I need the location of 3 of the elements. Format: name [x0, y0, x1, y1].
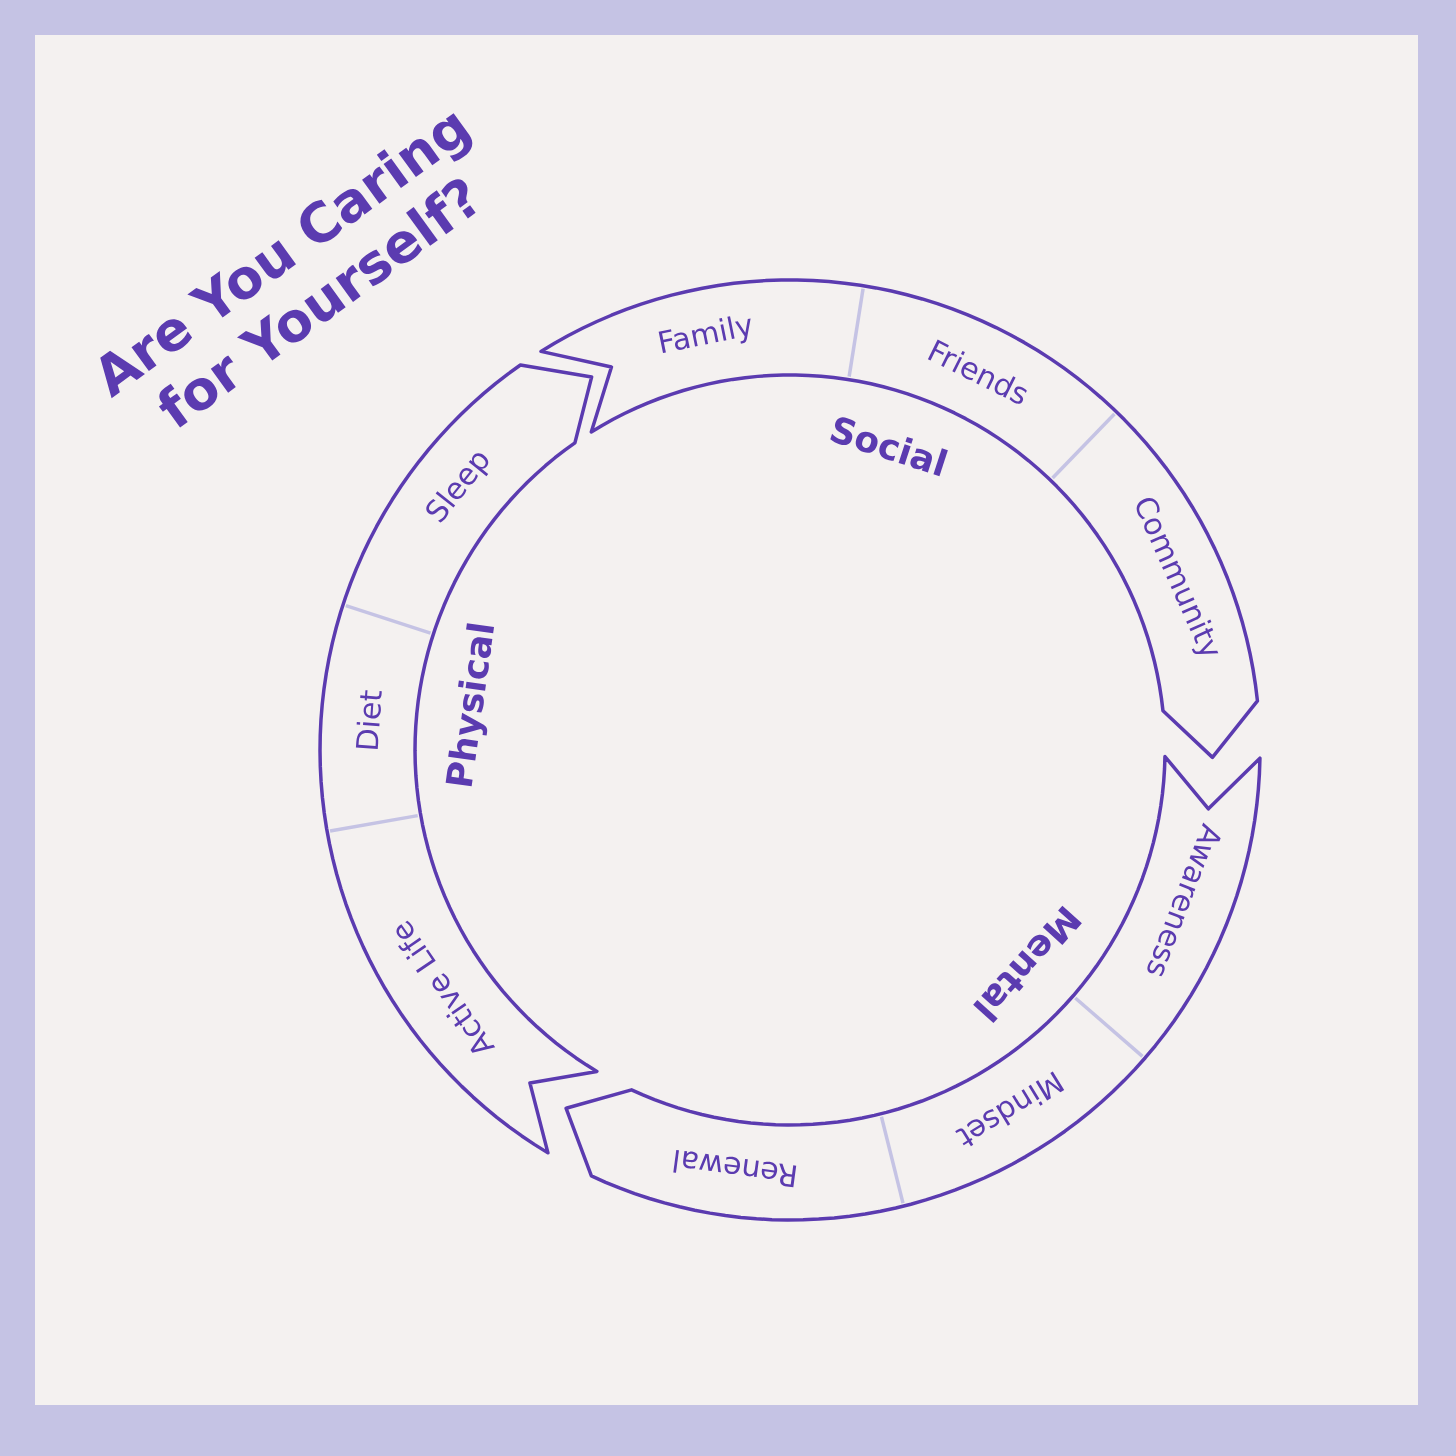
segment-label: Diet — [355, 690, 382, 750]
segment-label: Renewal — [673, 1149, 797, 1188]
segment-label: Family — [658, 316, 751, 354]
